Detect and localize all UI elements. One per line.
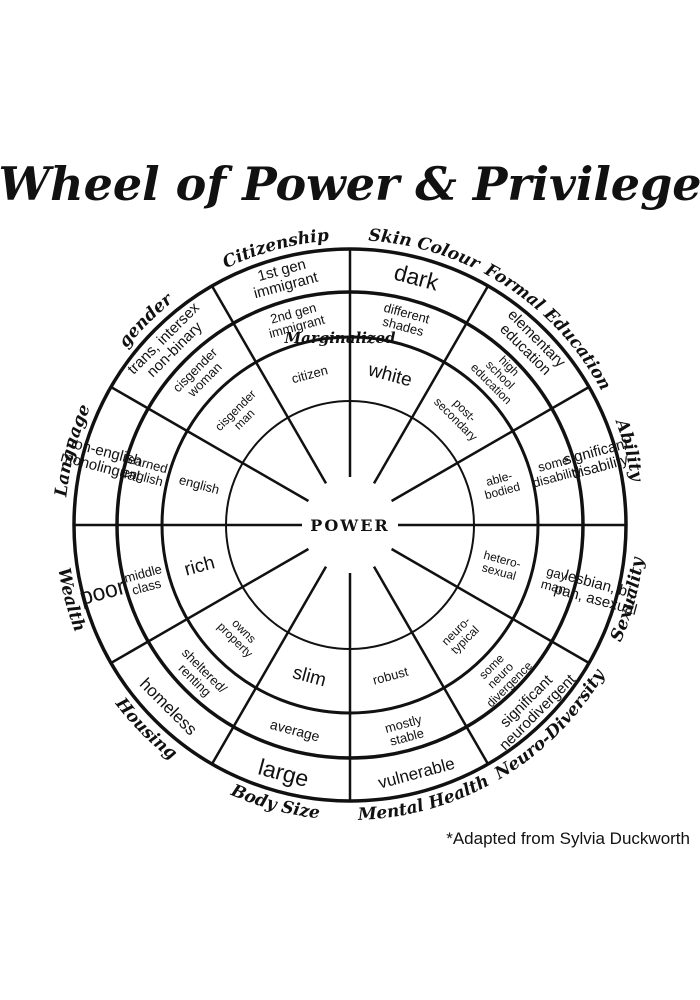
ring-label-inner: ownsproperty <box>215 610 265 660</box>
wheel-spokes <box>74 249 626 801</box>
credit-text: *Adapted from Sylvia Duckworth <box>446 829 690 848</box>
wheel-spoke <box>210 285 328 485</box>
ring-label-middle: learnedenglish <box>120 451 169 490</box>
ring-label-inner: slim <box>290 662 328 691</box>
marginalized-label: Marginalized <box>284 329 396 347</box>
ring-label-inner: citizen <box>290 362 329 386</box>
center-label-background <box>305 513 395 537</box>
ring-label-middle: middleclass <box>123 561 167 599</box>
ring-label-inner: able-bodied <box>480 467 522 502</box>
ring-label-middle: sheltered/renting <box>169 645 230 706</box>
wheel-spoke <box>110 547 310 665</box>
wheel-spoke <box>210 565 328 765</box>
ring-label-inner: english <box>177 472 221 497</box>
ring-label-middle: gayman <box>539 563 571 597</box>
ring-label-inner: neuro-typical <box>439 614 482 657</box>
ring-label-inner: cisgenderman <box>212 387 268 443</box>
ring-label-inner: robust <box>371 664 410 688</box>
ring-label-outer: vulnerable <box>376 754 457 793</box>
wheel-spoke <box>110 385 310 503</box>
wheel-spoke <box>390 547 590 665</box>
ring-label-inner: post-secondary <box>431 386 489 444</box>
wheel-spoke <box>372 285 490 485</box>
category-label: Body Size <box>227 780 321 823</box>
ring-label-outer: poor <box>77 573 129 610</box>
ring-label-inner: rich <box>182 552 217 580</box>
ring-label-outer: dark <box>391 259 441 296</box>
center-power-label: POWER <box>310 516 389 535</box>
ring-label-middle: mostlystable <box>383 711 427 749</box>
ring-label-inner: white <box>365 359 414 391</box>
wheel-spoke <box>390 385 590 503</box>
ring-label-middle: average <box>269 716 322 745</box>
ring-label-inner: hetero-sexual <box>479 548 523 584</box>
page-title: Wheel of Power & Privilege <box>0 157 700 211</box>
wheel-spoke <box>372 565 490 765</box>
